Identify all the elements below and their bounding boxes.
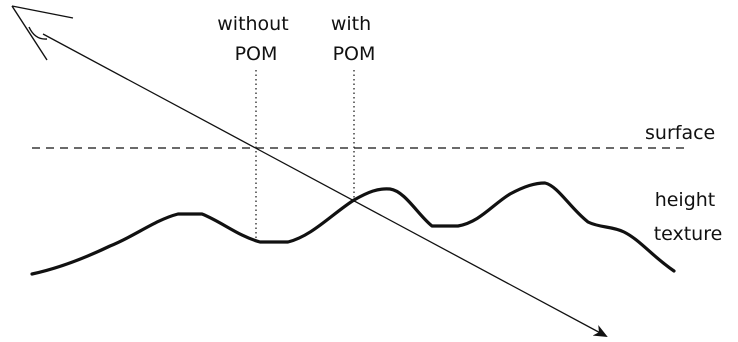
height-texture-label-line1: height <box>655 189 716 211</box>
without-pom-label: without POM <box>217 13 294 65</box>
surface-label: surface <box>645 122 715 144</box>
height-texture-label: height texture <box>654 189 723 245</box>
with-pom-label-line1: with <box>331 13 371 35</box>
eye-icon <box>11 5 74 61</box>
without-pom-label-line1: without <box>217 13 288 35</box>
without-pom-label-line2: POM <box>235 43 278 65</box>
with-pom-label-line2: POM <box>333 43 376 65</box>
with-pom-label: with POM <box>331 13 377 65</box>
height-texture-curve <box>30 181 676 276</box>
height-texture-label-line2: texture <box>654 223 723 245</box>
view-ray-arrow <box>42 33 608 337</box>
